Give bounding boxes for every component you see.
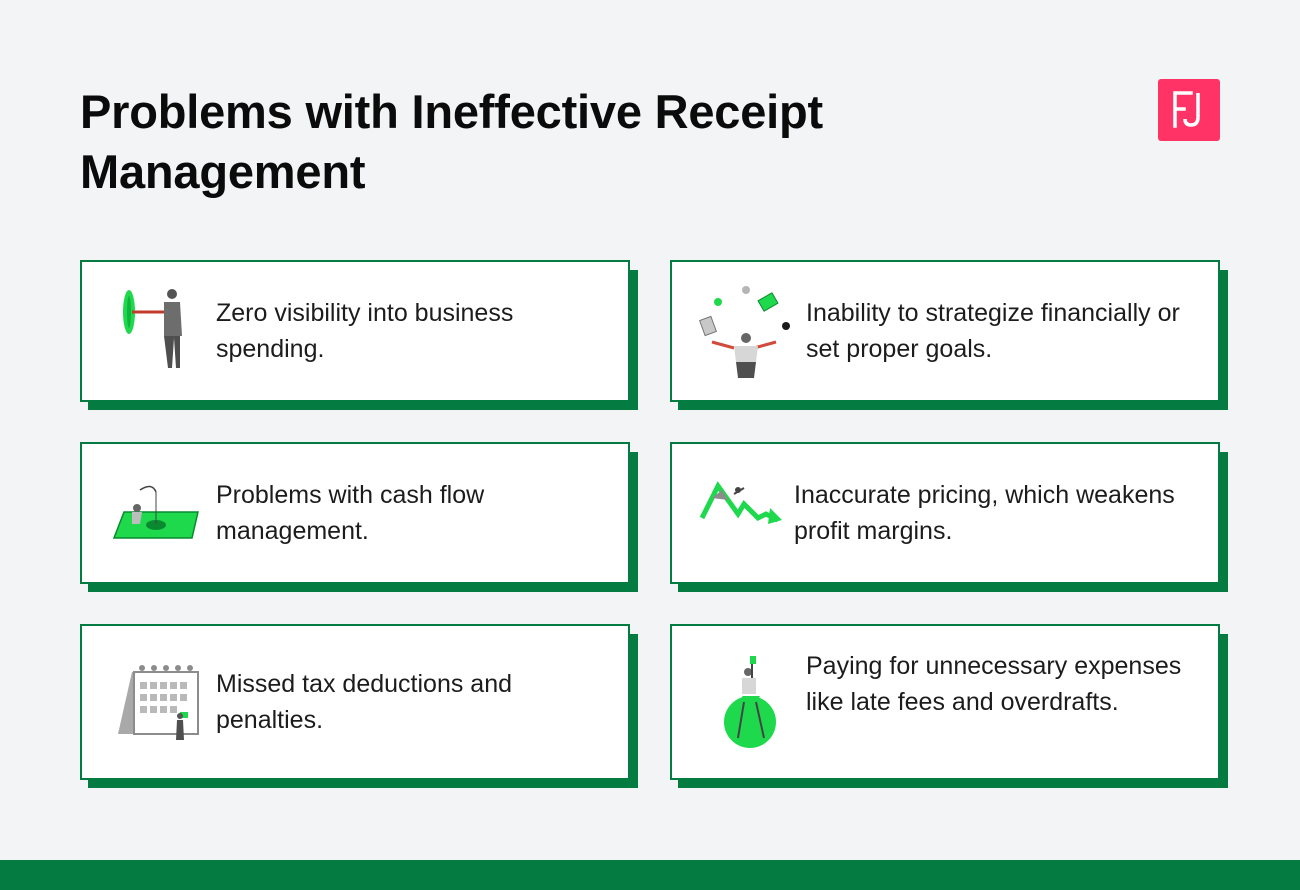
card-cash-flow: Problems with cash flow management.	[80, 442, 638, 592]
card-text: Zero visibility into business spending.	[216, 299, 514, 363]
card-inability-strategize: Inability to strategize financially or s…	[670, 260, 1228, 410]
card-text: Inability to strategize financially or s…	[806, 299, 1180, 363]
card-unnecessary-expenses: Paying for unnecessary expenses like lat…	[670, 624, 1228, 788]
person-juggling-icon	[698, 286, 790, 378]
card-text: Missed tax deductions and penalties.	[216, 670, 513, 734]
card-text: Paying for unnecessary expenses like lat…	[806, 652, 1182, 716]
footer-bar	[0, 860, 1300, 890]
falling-arrow-graph-icon	[699, 481, 782, 524]
fyle-logo-icon	[1158, 79, 1220, 141]
card-missed-tax: Missed tax deductions and penalties.	[80, 624, 638, 788]
page-title: Problems with Ineffective Receipt Manage…	[80, 85, 823, 198]
person-on-money-bag-icon	[724, 656, 776, 748]
person-fishing-on-money-icon	[112, 485, 199, 539]
card-zero-visibility: Zero visibility into business spending.	[80, 260, 638, 410]
card-inaccurate-pricing: Inaccurate pricing, which weakens profit…	[670, 442, 1228, 592]
card-text: Inaccurate pricing, which weakens profit…	[794, 481, 1175, 545]
card-text: Problems with cash flow management.	[216, 481, 485, 545]
calendar-with-person-icon	[118, 665, 199, 740]
person-with-green-shield-icon	[123, 289, 182, 368]
